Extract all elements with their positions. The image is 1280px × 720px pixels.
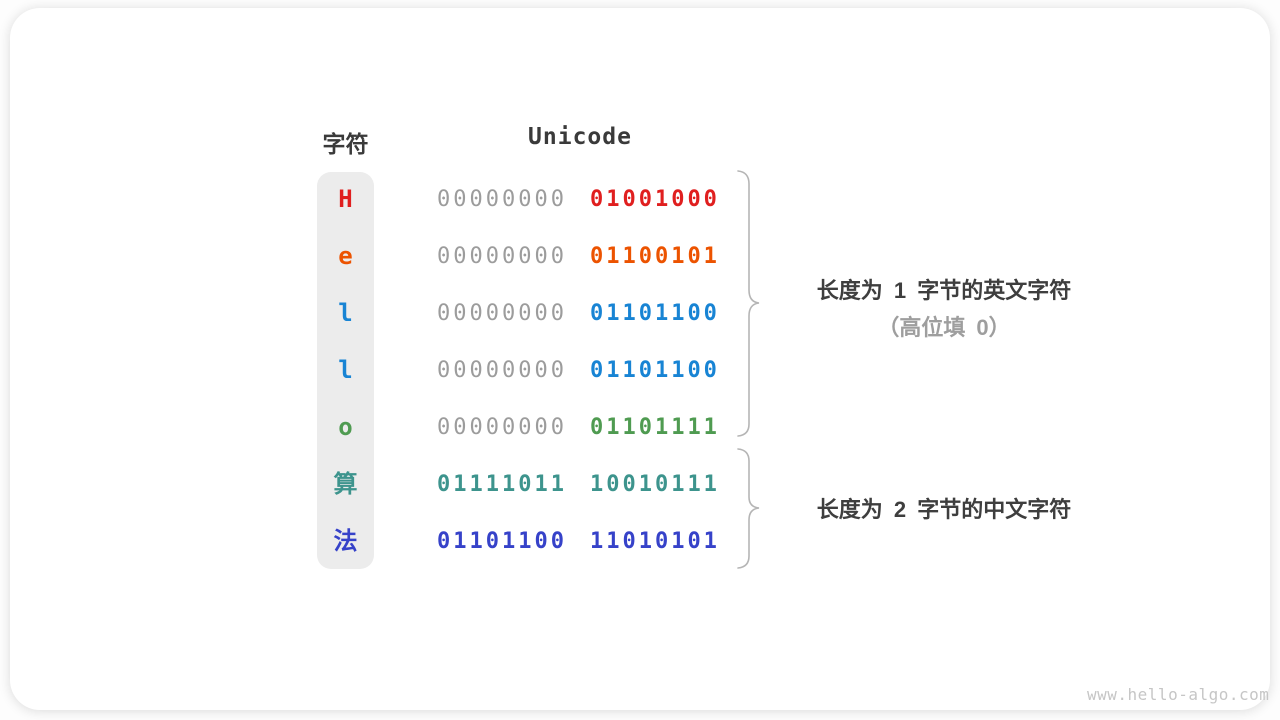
column-header-unicode: Unicode	[528, 124, 632, 150]
unicode-bytes: 01111011 10010111	[437, 456, 720, 513]
unicode-bytes: 00000000 01100101	[437, 228, 720, 285]
unicode-bytes: 00000000 01101100	[437, 285, 720, 342]
table-row: o 00000000 01101111	[10, 399, 790, 456]
character-cell: l	[338, 356, 353, 384]
byte-value: 00000000	[437, 358, 567, 383]
byte-value: 00000000	[437, 244, 567, 269]
grouping-braces	[737, 170, 760, 569]
byte-value: 01111011	[437, 472, 567, 497]
byte-value: 00000000	[437, 301, 567, 326]
column-header-character: 字符	[322, 131, 369, 157]
table-row: 法 01101100 11010101	[10, 513, 790, 570]
character-column-background	[317, 172, 374, 569]
brace-chinese-group	[737, 448, 760, 569]
byte-value: 01101111	[589, 415, 720, 440]
byte-value: 01101100	[589, 358, 720, 383]
encoding-table: H 00000000 01001000 e 00000000 01100101 l …	[10, 171, 1280, 571]
annotation-chinese-line1: 长度为 2 字节的中文字符	[816, 497, 1072, 522]
site-watermark: www.hello-algo.com	[1087, 685, 1270, 704]
byte-value: 00000000	[437, 415, 567, 440]
annotation-english-chars: 长度为 1 字节的英文字符 （高位填 0）	[783, 272, 1105, 346]
annotation-english-line1: 长度为 1 字节的英文字符	[816, 278, 1072, 303]
diagram-card: 字符 Unicode H 00000000 01001000 e 00000000…	[10, 8, 1270, 710]
table-row: H 00000000 01001000	[10, 171, 790, 228]
byte-value: 01101100	[589, 301, 720, 326]
table-row: l 00000000 01101100	[10, 285, 790, 342]
character-cell: 算	[333, 470, 358, 498]
table-row: l 00000000 01101100	[10, 342, 790, 399]
byte-value: 10010111	[589, 472, 720, 497]
character-cell: l	[338, 299, 353, 327]
unicode-bytes: 00000000 01001000	[437, 171, 720, 228]
unicode-bytes: 00000000 01101111	[437, 399, 720, 456]
character-cell: o	[338, 413, 353, 441]
brace-english-group	[737, 170, 760, 437]
byte-value: 00000000	[437, 187, 567, 212]
unicode-bytes: 01101100 11010101	[437, 513, 720, 570]
table-row: 算 01111011 10010111	[10, 456, 790, 513]
unicode-bytes: 00000000 01101100	[437, 342, 720, 399]
annotation-chinese-chars: 长度为 2 字节的中文字符	[783, 491, 1105, 528]
annotation-english-line2: （高位填 0）	[877, 315, 1011, 340]
character-cell: H	[338, 185, 353, 213]
byte-value: 11010101	[589, 529, 720, 554]
byte-value: 01100101	[589, 244, 720, 269]
table-row: e 00000000 01100101	[10, 228, 790, 285]
byte-value: 01001000	[589, 187, 720, 212]
character-cell: 法	[333, 527, 358, 555]
character-cell: e	[338, 242, 353, 270]
byte-value: 01101100	[437, 529, 567, 554]
